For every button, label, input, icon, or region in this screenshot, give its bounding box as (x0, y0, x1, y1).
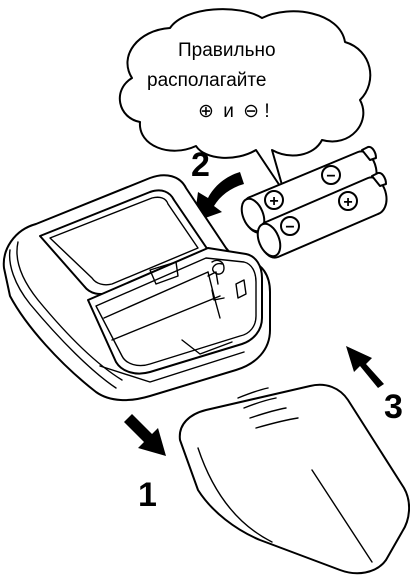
bubble-line-1: Правильно (178, 40, 276, 61)
step-3-arrow-icon (346, 346, 384, 388)
battery-front-minus: − (285, 219, 294, 236)
bubble-line-3: ⊕ и ⊖ ! (198, 101, 270, 122)
battery-front-plus: + (343, 194, 352, 211)
step-1-label: 1 (138, 476, 157, 514)
step-3-label: 3 (384, 388, 403, 426)
battery-back-minus: − (326, 168, 335, 185)
exclamation-text: ! (264, 101, 269, 122)
step-2-label: 2 (191, 146, 210, 184)
plus-symbol: ⊕ (198, 101, 214, 122)
battery-cover (180, 385, 409, 573)
bubble-line-2: располагайте (147, 70, 266, 91)
conjunction-text: и (223, 101, 234, 122)
remote-control (4, 175, 270, 400)
batteries: + − − + (237, 147, 386, 260)
step-1-arrow-icon (124, 414, 166, 456)
minus-symbol: ⊖ (243, 101, 259, 122)
battery-back-plus: + (269, 193, 278, 210)
